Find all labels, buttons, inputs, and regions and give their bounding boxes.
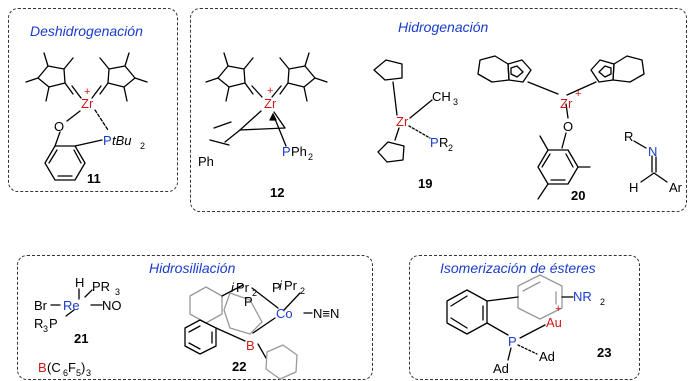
compound-number: 20	[571, 188, 585, 203]
phenyl-ring	[265, 344, 298, 380]
phenylene-ring	[184, 319, 217, 355]
aryl-ring	[517, 274, 563, 320]
boron-label: B	[246, 338, 255, 353]
subscript: 2	[448, 143, 453, 153]
methyl-label: CH	[432, 89, 451, 104]
phosphorus-label: P	[244, 294, 253, 309]
panel-hydrogenation	[190, 8, 687, 212]
subscript: 2	[140, 141, 145, 151]
metal-label: Zr	[264, 96, 277, 111]
r-label: R	[624, 129, 633, 144]
subscript: 3	[43, 324, 48, 334]
borane-catalyst: B (C 6 F 5 ) 3	[38, 360, 91, 378]
phenylene-ring	[189, 286, 223, 324]
metal-label: Co	[276, 306, 293, 321]
ipr-label: Pr	[284, 278, 298, 293]
charge-label: +	[267, 85, 273, 97]
hydride-label: H	[75, 275, 84, 290]
ipr-italic: i	[279, 278, 283, 293]
charge-label: +	[575, 88, 581, 100]
panel-isomerization	[409, 255, 640, 380]
cp-ring	[377, 141, 405, 163]
subscript: 2	[300, 286, 305, 296]
adamantyl-label: Ad	[539, 349, 555, 364]
ar-label: Ar	[669, 180, 683, 195]
compound-number: 21	[74, 331, 88, 346]
subscript: 2	[600, 297, 605, 307]
imine-substrate: R N H Ar	[624, 129, 683, 195]
indenyl-ligand	[477, 55, 532, 83]
r-label: R	[439, 135, 448, 150]
compound-11: Zr + O P tBu 2 11	[25, 52, 148, 186]
panel-title-dehydrogenation: Deshidrogenación	[30, 23, 143, 39]
panel-title-hydrogenation: Hidrogenación	[398, 19, 489, 35]
phosphorus-label: P	[282, 144, 291, 159]
phenyl-label: Ph	[198, 154, 214, 169]
phosphorus-label: P	[49, 316, 58, 331]
compound-19: Zr CH 3 P R 2 19	[373, 59, 458, 191]
subscript: 3	[453, 97, 458, 107]
metal-label: Re	[63, 298, 80, 313]
panel-dehydrogenation	[8, 8, 178, 192]
formula-part: (C	[47, 360, 61, 375]
nitrosyl-label: NO	[102, 298, 122, 313]
charge-label: +	[84, 86, 90, 98]
panel-title-isomerization: Isomerización de ésteres	[440, 260, 596, 276]
cp-star-ring	[279, 52, 328, 102]
compound-21: H PR 3 Br Re NO R 3 P 21	[34, 275, 122, 346]
compound-23: P Au + Ad Ad NR 2 23	[446, 274, 611, 376]
metal-label: Zr	[81, 96, 94, 111]
oxygen-label: O	[54, 119, 64, 134]
panel-title-hydrosilylation: Hidrosililación	[149, 260, 236, 276]
panel-hydrosilylation	[17, 255, 373, 380]
boron-label: B	[38, 360, 47, 375]
compound-number: 23	[597, 345, 611, 360]
indenyl-ligand	[590, 55, 645, 83]
subscript: 2	[308, 152, 313, 162]
subscript: 5	[76, 368, 81, 378]
h-label: H	[629, 180, 638, 195]
formula-part: )	[81, 360, 85, 375]
cp-star-ring	[99, 52, 148, 102]
formula-part: F	[68, 360, 76, 375]
subscript: 3	[115, 287, 120, 297]
pr3-label: PR	[92, 279, 110, 294]
bromide-label: Br	[34, 298, 48, 313]
dinitrogen-label: N≡N	[313, 306, 339, 321]
nitrogen-label: NR	[573, 289, 592, 304]
compound-number: 11	[87, 171, 101, 186]
subscript: 2	[252, 288, 257, 298]
adamantyl-label: Ad	[493, 361, 509, 376]
phosphorus-label: P	[272, 280, 281, 295]
oxygen-label: O	[563, 119, 573, 134]
phenylene-ring	[223, 292, 263, 335]
compound-number: 12	[270, 185, 284, 200]
ph-label: Ph	[291, 144, 307, 159]
metal-label: Zr	[396, 114, 409, 129]
phosphorus-label: P	[103, 133, 112, 148]
r-label: R	[34, 316, 43, 331]
benzene-ring	[44, 145, 86, 181]
benzene-ring	[537, 149, 579, 185]
compound-12: Zr + Ph P Ph 2 12	[198, 52, 328, 200]
compound-22: i Pr 2 i Pr 2 P P Co N≡N B 22	[184, 278, 339, 380]
subscript: 3	[86, 368, 91, 378]
ipr-italic: i	[231, 280, 235, 295]
subscript: 6	[63, 368, 68, 378]
compound-number: 19	[418, 176, 432, 191]
metal-label: Zr	[560, 96, 573, 111]
compound-number: 22	[232, 359, 246, 374]
tbu-label: tBu	[112, 133, 132, 148]
nitrogen-label: N	[648, 144, 657, 159]
charge-label: +	[555, 303, 561, 315]
metal-label: Au	[546, 315, 562, 330]
cp-star-ring	[205, 52, 254, 102]
compound-20: Zr + O 20 R N H Ar	[477, 55, 683, 203]
ipr-label: Pr	[236, 280, 250, 295]
cp-ring	[373, 59, 403, 81]
cp-star-ring	[25, 52, 74, 102]
phosphorus-label: P	[508, 334, 517, 349]
phosphorus-label: P	[430, 135, 439, 150]
